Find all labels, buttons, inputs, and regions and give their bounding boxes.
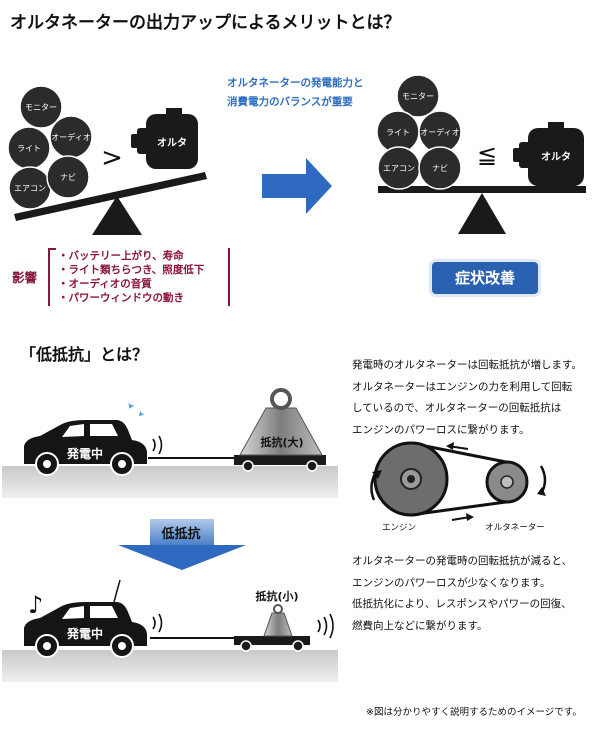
effects-list: ・バッテリー上がり、寿命 ・ライト類ちらつき、照度低下 ・オーディオの音質 ・パ…: [58, 249, 204, 305]
right-load-label-audio: オーディオ: [420, 127, 459, 137]
left-alternator-label: オルタ: [157, 137, 187, 149]
heavy-weight-cart: 抵抗(大): [234, 388, 326, 472]
description-line: 低抵抗化により、レスポンスやパワーの回復、: [352, 598, 572, 610]
light-weight-cart: 抵抗(小): [234, 589, 310, 652]
greater-than-symbol: >: [101, 143, 123, 173]
effects-item: ・バッテリー上がり、寿命: [58, 250, 184, 262]
music-note-icon: ♪: [28, 591, 43, 619]
right-load-label-navi: ナビ: [432, 164, 448, 173]
resistance-large-label: 抵抗(大): [260, 435, 303, 449]
road-surface-2: [2, 650, 338, 682]
right-fulcrum: [458, 193, 506, 234]
effects-bracket: [48, 248, 230, 306]
load-label-audio: オーディオ: [51, 132, 90, 142]
section-subtitle: 「低抵抗」とは？: [20, 345, 149, 364]
road-scene-low: ♪ 発電中 抵抗(小): [2, 579, 338, 682]
noise-lines-icon: [152, 435, 163, 455]
right-arrow-icon: [262, 158, 332, 214]
left-seesaw-beam: [14, 172, 207, 221]
left-balance: モニター ライト オーディオ エアコン ナビ > オルタ: [7, 85, 207, 235]
page-title: オルタネーターの出力アップによるメリットとは？: [10, 13, 401, 33]
load-label-navi: ナビ: [60, 173, 76, 182]
balance-note-line-2: 消費電力のバランスが重要: [227, 96, 353, 108]
load-label-monitor: モニター: [25, 103, 57, 112]
sweat-drops-icon: [128, 399, 146, 417]
left-load-stack: モニター ライト オーディオ エアコン ナビ: [7, 85, 93, 210]
car-icon-1: 発電中: [24, 420, 147, 476]
symptom-improvement-badge: 症状改善: [432, 262, 538, 294]
description-low-resistance: オルタネーターの発電時の回転抵抗が減ると、 エンジンのパワーロスが少なくなります…: [352, 551, 572, 637]
car-icon-2: 発電中: [24, 579, 147, 658]
load-circle-monitor: [19, 85, 63, 129]
road-scene-high: 発電中 抵抗(大): [2, 388, 338, 498]
right-alternator-icon: オルタ: [513, 122, 584, 186]
description-line: 燃費向上などに繋がります。: [352, 619, 488, 632]
car-label-1: 発電中: [66, 446, 103, 461]
low-resistance-label: 低抵抗: [160, 526, 200, 542]
right-seesaw-beam: [378, 186, 586, 193]
right-alternator-label: オルタ: [541, 151, 571, 163]
description-high-resistance: 発電時のオルタネーターは回転抵抗が増します。 オルタネーターはエンジンの力を利用…: [352, 355, 582, 441]
road-surface-1: [2, 466, 338, 498]
load-label-light: ライト: [17, 144, 41, 153]
effects-label: 影響: [12, 270, 38, 285]
alternator-pulley-label: オルタネーター: [485, 523, 545, 533]
effects-item: ・ライト類ちらつき、照度低下: [58, 264, 205, 276]
pulley-diagram: エンジン オルタネーター: [370, 441, 547, 533]
balance-note: オルタネーターの発電能力と 消費電力のバランスが重要: [227, 74, 364, 112]
car-label-2: 発電中: [66, 626, 103, 641]
resistance-small-label: 抵抗(小): [255, 589, 298, 603]
description-line: エンジンのパワーロスに繋がります。: [352, 423, 530, 436]
engine-label: エンジン: [382, 523, 416, 533]
low-resistance-arrow: 低抵抗: [118, 519, 246, 570]
description-line: 発電時のオルタネーターは回転抵抗が増します。: [352, 359, 582, 371]
right-balance: モニター ライト オーディオ エアコン ナビ ≦ オルタ: [376, 74, 586, 234]
noise-lines-icon-2: [152, 613, 163, 633]
description-line: オルタネーターの発電時の回転抵抗が減ると、: [352, 555, 573, 567]
right-load-label-aircon: エアコン: [383, 164, 415, 173]
noise-lines-icon-3: [317, 613, 334, 639]
load-label-aircon: エアコン: [14, 184, 46, 193]
effects-item: ・オーディオの音質: [58, 278, 152, 290]
right-load-label-light: ライト: [386, 128, 410, 137]
description-line: しているので、オルタネーターの回転抵抗は: [352, 402, 562, 414]
description-line: オルタネーターはエンジンの力を利用して回転: [352, 380, 573, 393]
effects-item: ・パワーウィンドウの動き: [58, 292, 184, 304]
description-line: エンジンのパワーロスが少なくなります。: [352, 576, 551, 589]
left-fulcrum: [92, 196, 142, 235]
balance-note-line-1: オルタネーターの発電能力と: [227, 77, 364, 89]
load-circle-navi: [46, 155, 90, 199]
right-load-label-monitor: モニター: [402, 92, 434, 101]
footnote: ※図は分かりやすく説明するためのイメージです。: [366, 707, 582, 718]
less-equal-symbol: ≦: [477, 141, 497, 169]
left-alternator-icon: オルタ: [131, 108, 198, 169]
right-load-stack: モニター ライト オーディオ エアコン ナビ: [376, 74, 462, 190]
